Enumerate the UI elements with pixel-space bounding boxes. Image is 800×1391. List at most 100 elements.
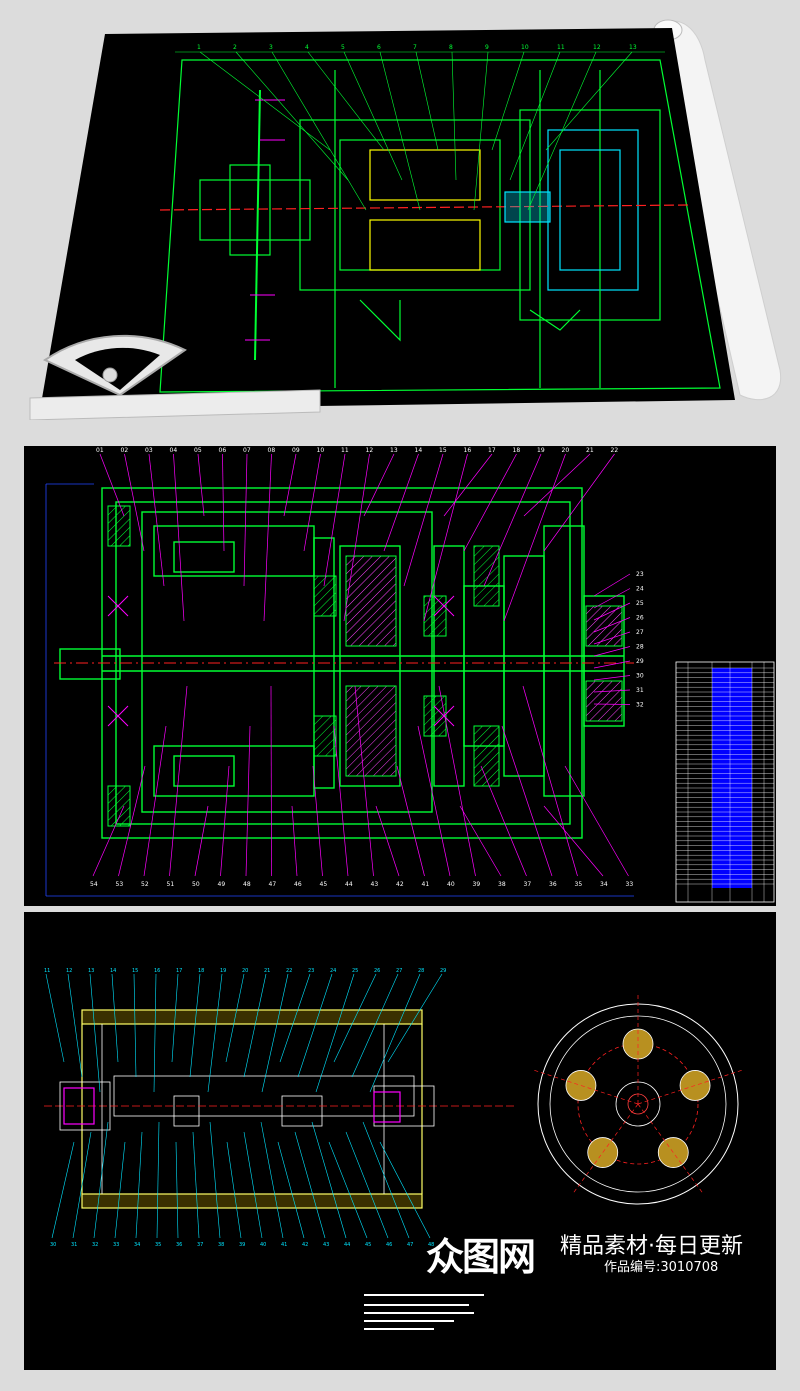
middle-bottom-label: 54 — [90, 881, 98, 888]
middle-top-label: 03 — [145, 447, 153, 454]
bottom-top-label: 11 — [44, 968, 50, 974]
middle-top-label: 02 — [121, 447, 129, 454]
middle-bottom-label: 37 — [524, 881, 532, 888]
middle-top-label: 06 — [219, 447, 227, 454]
top-part-number: 11 — [557, 44, 565, 51]
middle-top-label: 08 — [268, 447, 276, 454]
bottom-bottom-label: 41 — [281, 1242, 287, 1248]
bottom-top-label: 23 — [308, 968, 314, 974]
bottom-bottom-label: 32 — [92, 1242, 98, 1248]
middle-top-label: 20 — [562, 447, 570, 454]
middle-bottom-label: 50 — [192, 881, 200, 888]
middle-bottom-label: 46 — [294, 881, 302, 888]
bottom-bottom-label: 30 — [50, 1242, 56, 1248]
middle-bottom-label: 41 — [422, 881, 430, 888]
middle-bottom-label: 53 — [116, 881, 124, 888]
middle-bottom-label: 51 — [167, 881, 175, 888]
top-part-number: 1 — [197, 44, 201, 51]
bottom-bottom-label: 33 — [113, 1242, 119, 1248]
middle-right-label: 23 — [636, 571, 644, 578]
middle-bottom-label: 48 — [243, 881, 251, 888]
bottom-bottom-label: 48 — [428, 1242, 434, 1248]
middle-top-label: 10 — [317, 447, 325, 454]
top-part-number: 6 — [377, 44, 381, 51]
bottom-bottom-label: 34 — [134, 1242, 140, 1248]
bottom-top-label: 16 — [154, 968, 160, 974]
top-part-number: 10 — [521, 44, 529, 51]
bottom-top-label: 15 — [132, 968, 138, 974]
flange-end-view — [533, 994, 743, 1205]
top-part-number: 8 — [449, 44, 453, 51]
protractor-icon — [29, 334, 321, 420]
bottom-bottom-label: 46 — [386, 1242, 392, 1248]
bottom-bottom-label: 40 — [260, 1242, 266, 1248]
middle-top-label: 18 — [513, 447, 521, 454]
middle-bottom-label: 35 — [575, 881, 583, 888]
bottom-top-label: 18 — [198, 968, 204, 974]
middle-bottom-label: 45 — [320, 881, 328, 888]
middle-right-label: 32 — [636, 702, 644, 709]
watermark: 众图网 精品素材·每日更新 作品编号:3010708 — [426, 1226, 786, 1279]
bottom-top-label: 28 — [418, 968, 424, 974]
middle-bottom-label: 34 — [600, 881, 608, 888]
bottom-bottom-label: 36 — [176, 1242, 182, 1248]
middle-bottom-label: 40 — [447, 881, 455, 888]
top-part-number: 9 — [485, 44, 489, 51]
bottom-top-label: 29 — [440, 968, 446, 974]
middle-top-label: 09 — [292, 447, 300, 454]
top-part-number: 5 — [341, 44, 345, 51]
bottom-top-label: 22 — [286, 968, 292, 974]
middle-bottom-label: 44 — [345, 881, 353, 888]
middle-bottom-label: 52 — [141, 881, 149, 888]
top-part-number: 7 — [413, 44, 417, 51]
watermark-logo: 众图网 — [426, 1235, 536, 1279]
middle-top-label: 21 — [586, 447, 594, 454]
middle-right-label: 30 — [636, 673, 644, 680]
bottom-bottom-label: 44 — [344, 1242, 350, 1248]
middle-right-label: 25 — [636, 600, 644, 607]
bottom-top-label: 26 — [374, 968, 380, 974]
middle-top-label: 07 — [243, 447, 251, 454]
bottom-top-label: 24 — [330, 968, 336, 974]
middle-right-label: 27 — [636, 629, 644, 636]
bottom-top-label: 17 — [176, 968, 182, 974]
middle-bottom-label: 39 — [473, 881, 481, 888]
bottom-top-label: 12 — [66, 968, 72, 974]
bottom-bottom-label: 39 — [239, 1242, 245, 1248]
middle-top-label: 19 — [537, 447, 545, 454]
middle-top-label: 13 — [390, 447, 398, 454]
bottom-top-label: 13 — [88, 968, 94, 974]
bottom-bottom-label: 47 — [407, 1242, 413, 1248]
middle-right-label: 29 — [636, 658, 644, 665]
bottom-bottom-label: 37 — [197, 1242, 203, 1248]
top-part-number: 2 — [233, 44, 237, 51]
watermark-title: 精品素材·每日更新 — [560, 1234, 743, 1259]
middle-top-label: 22 — [611, 447, 619, 454]
middle-bottom-label: 38 — [498, 881, 506, 888]
middle-top-label: 05 — [194, 447, 202, 454]
bottom-top-label: 20 — [242, 968, 248, 974]
middle-top-label: 14 — [415, 447, 423, 454]
middle-right-label: 28 — [636, 644, 644, 651]
bottom-top-label: 25 — [352, 968, 358, 974]
middle-top-label: 12 — [366, 447, 374, 454]
middle-bottom-label: 42 — [396, 881, 404, 888]
middle-top-label: 01 — [96, 447, 104, 454]
bottom-top-label: 14 — [110, 968, 116, 974]
middle-right-label: 31 — [636, 687, 644, 694]
middle-right-label: 26 — [636, 615, 644, 622]
bottom-top-label: 19 — [220, 968, 226, 974]
bottom-bottom-label: 45 — [365, 1242, 371, 1248]
top-part-number: 3 — [269, 44, 273, 51]
middle-bottom-label: 36 — [549, 881, 557, 888]
middle-bottom-label: 49 — [218, 881, 226, 888]
middle-bottom-label: 33 — [626, 881, 634, 888]
middle-top-label: 16 — [464, 447, 472, 454]
top-sheet — [40, 28, 735, 410]
parts-list-table — [675, 661, 775, 903]
